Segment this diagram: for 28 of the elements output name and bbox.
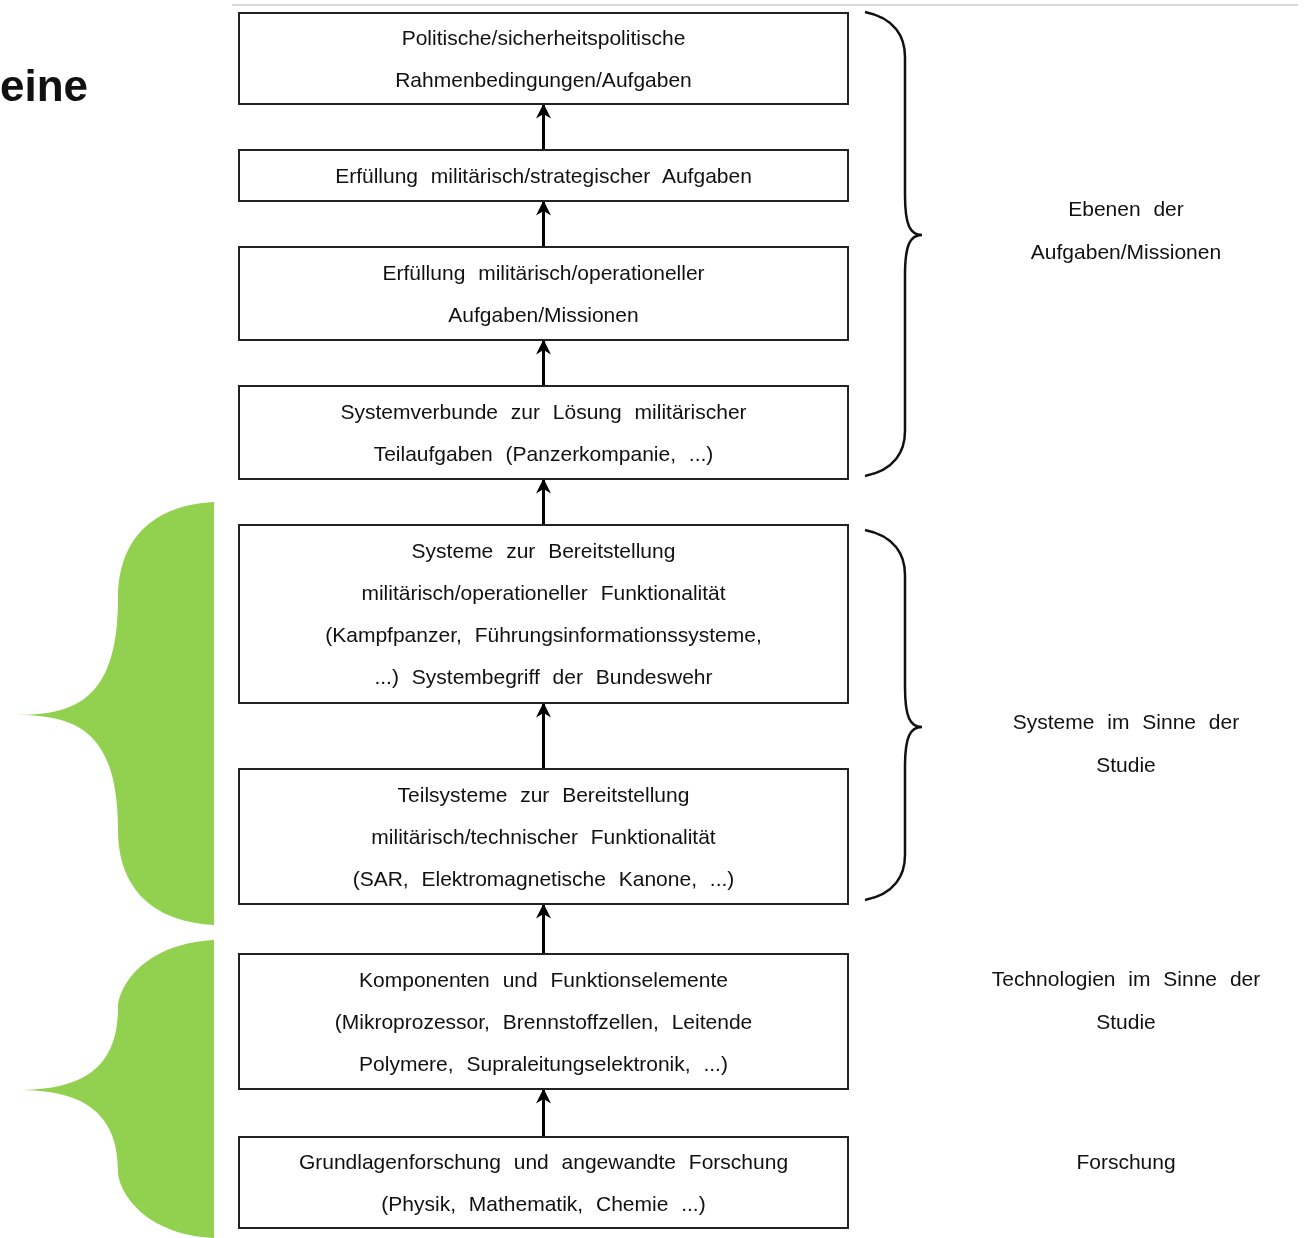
bracket-label: Technologien im Sinne der Studie (990, 966, 1262, 1035)
arrow (536, 702, 551, 768)
process-box (238, 1136, 849, 1229)
process-box (238, 385, 849, 480)
arrow (536, 339, 551, 385)
heading-fragment: eine (0, 60, 90, 112)
arrow (536, 903, 551, 953)
process-box (238, 149, 849, 202)
box-text: Erfüllung militärisch/strategischer Aufgaben (334, 162, 753, 189)
bracket-label: Ebenen der Aufgaben/Missionen (1029, 196, 1223, 265)
process-box (238, 12, 849, 105)
arrow (536, 103, 551, 149)
arrow (536, 1088, 551, 1136)
process-box (238, 246, 849, 341)
box-text: Systemverbunde zur Lösung militärischer Teilaufgaben (Panzerkompanie, ...) (339, 398, 748, 467)
arrow (536, 200, 551, 246)
box-text: Politische/sicherheitspolitische Rahmenbedingungen/Aufgaben (394, 24, 693, 93)
box-text: Systeme zur Bereitstellung militärisch/operationeller Funktionalität (Kampfpanzer, Führungsinformationssysteme, ...) Systembegriff der Bundeswehr (324, 538, 763, 690)
box-text: Erfüllung militärisch/operationeller Aufgaben/Missionen (381, 259, 706, 328)
process-box (238, 768, 849, 905)
bracket-label: Forschung (1075, 1149, 1177, 1175)
box-text: Teilsysteme zur Bereitstellung militärisch/technischer Funktionalität (SAR, Elektromagnetische Kanone, ...) (351, 781, 736, 892)
process-box (238, 953, 849, 1090)
box-text: Komponenten und Funktionselemente (Mikroprozessor, Brennstoffzellen, Leitende Polymere, Supraleitungselektronik, ...) (333, 966, 754, 1077)
box-text: Grundlagenforschung und angewandte Forschung (Physik, Mathematik, Chemie ...) (297, 1148, 790, 1217)
process-box (238, 524, 849, 704)
bracket-label: Systeme im Sinne der Studie (1011, 709, 1241, 778)
arrow (536, 478, 551, 524)
